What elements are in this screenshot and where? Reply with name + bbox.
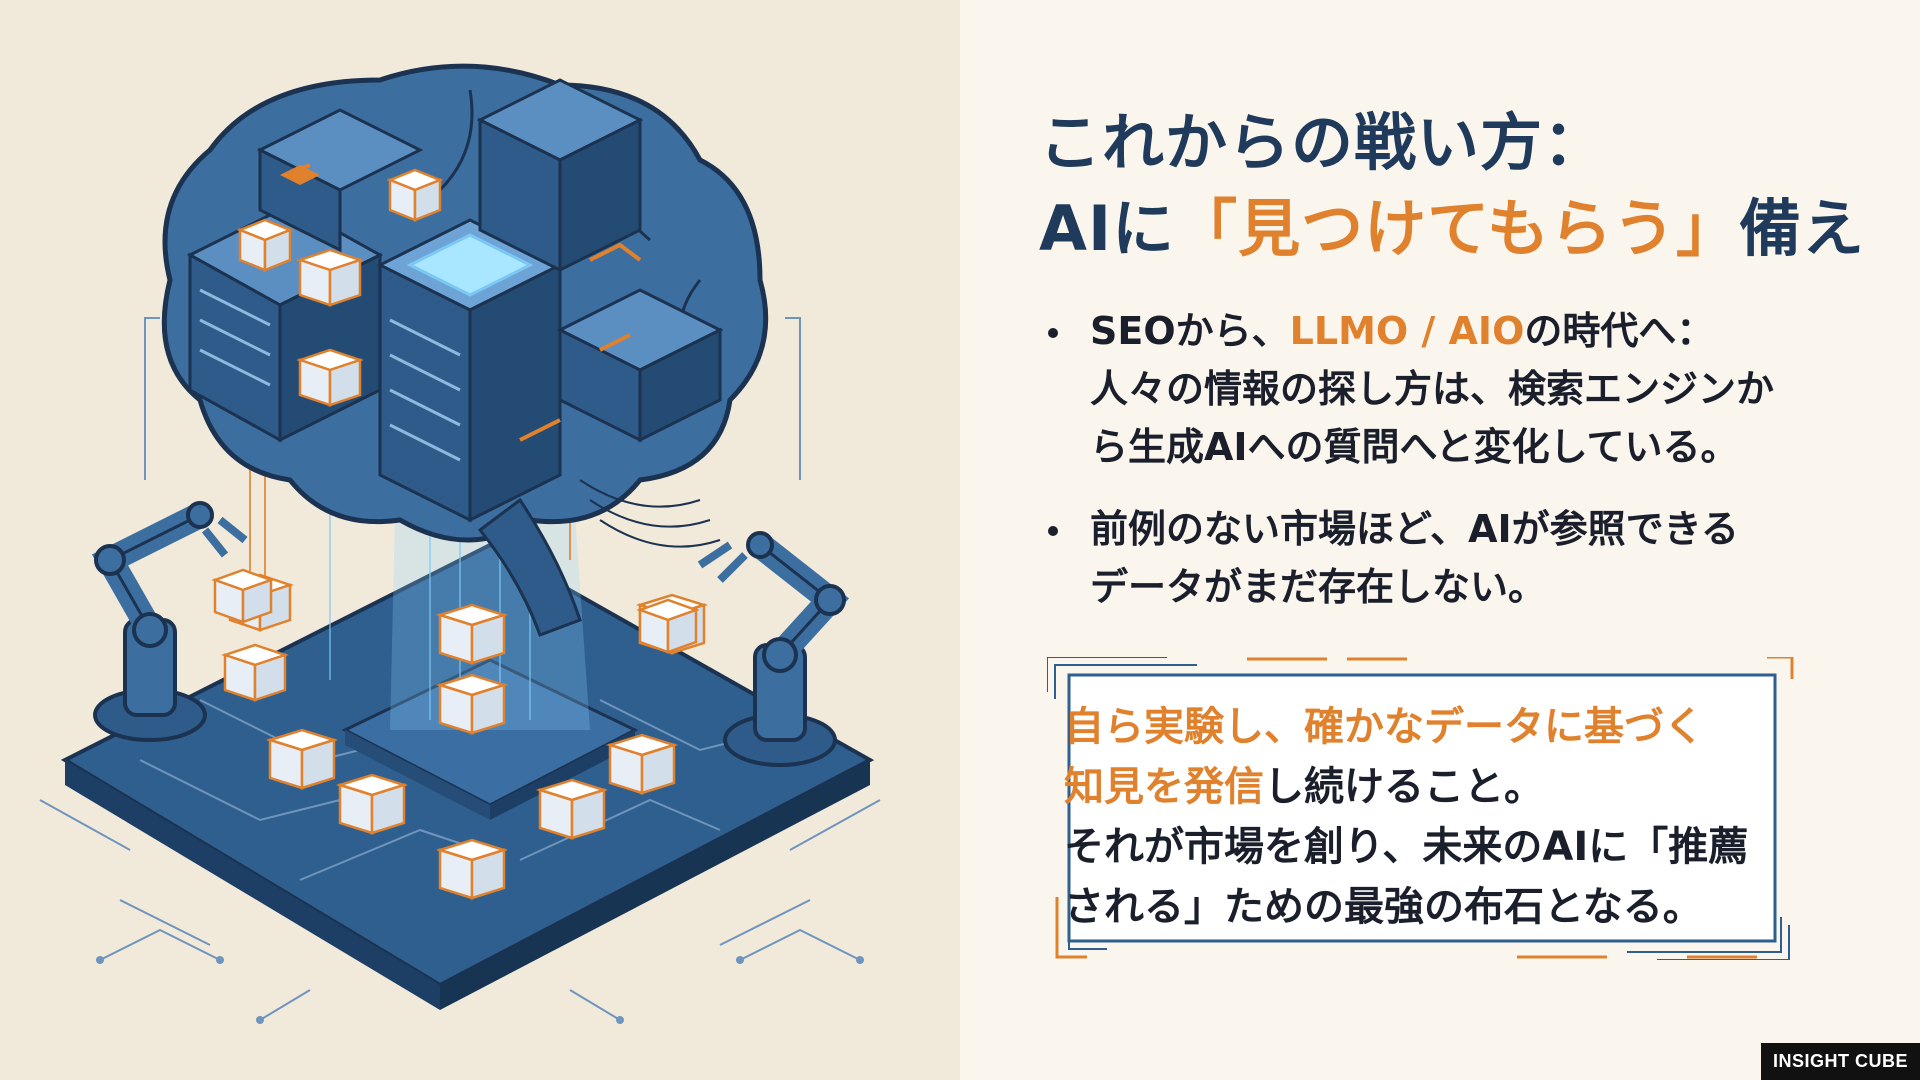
circuit-board-icon: [39, 542, 881, 1024]
callout-line-2-post: し続けること。: [1264, 764, 1544, 810]
bullet-1-line-2: 人々の情報の探し方は、検索エンジンか: [1090, 367, 1775, 411]
callout-line-3: それが市場を創り、未来のAIに「推薦: [1064, 824, 1749, 870]
bullet-1-pre: SEOから、: [1090, 309, 1290, 353]
bullet-item: SEOから、LLMO / AIOの時代へ： 人々の情報の探し方は、検索エンジンか…: [1048, 302, 1828, 476]
bullet-item: 前例のない市場ほど、AIが参照できる データがまだ存在しない。: [1048, 500, 1828, 616]
content-panel: これからの戦い方： AIに「見つけてもらう」備え SEOから、LLMO / AI…: [960, 0, 1920, 1080]
bullet-1-post: の時代へ：: [1524, 309, 1715, 353]
callout-line-2-accent: 知見を発信: [1064, 764, 1264, 810]
bullet-dot-icon: [1048, 328, 1058, 338]
bullet-1-line-3: ら生成AIへの質問へと変化している。: [1090, 425, 1739, 469]
title-line-1: これからの戦い方：: [1039, 106, 1607, 179]
title-line-2-accent: 「見つけてもらう」: [1175, 192, 1739, 265]
callout-frame-icon: [1047, 657, 1794, 960]
page-title: これからの戦い方： AIに「見つけてもらう」備え: [1039, 100, 1899, 272]
bullet-1-accent: LLMO / AIO: [1289, 309, 1525, 353]
title-line-2-pre: AIに: [1039, 192, 1176, 265]
bullet-1-line-1: SEOから、LLMO / AIOの時代へ：: [1090, 302, 1828, 360]
callout-line-4: される」ための最強の布石となる。: [1064, 884, 1703, 930]
brand-badge: INSIGHT CUBE: [1760, 1043, 1920, 1080]
illustration-panel: [0, 0, 960, 1080]
bullet-dot-icon: [1048, 526, 1058, 536]
title-line-2: AIに「見つけてもらう」備え: [1039, 186, 1899, 272]
bullet-2-line-1: 前例のない市場ほど、AIが参照できる: [1090, 507, 1739, 551]
brain-server-icon: [39, 63, 881, 1024]
callout-frame: [1047, 657, 1797, 960]
callout-line-2: 知見を発信し続けること。: [1064, 757, 1784, 817]
callout-line-1: 自ら実験し、確かなデータに基づく: [1064, 704, 1704, 750]
robot-arm-icon: [91, 501, 850, 767]
bullet-2-line-2: データがまだ存在しない。: [1090, 565, 1547, 609]
callout-text: 自ら実験し、確かなデータに基づく 知見を発信し続けること。 それが市場を創り、未…: [1064, 697, 1784, 937]
title-line-2-post: 備え: [1738, 192, 1865, 265]
bullet-list: SEOから、LLMO / AIOの時代へ： 人々の情報の探し方は、検索エンジンか…: [1048, 302, 1828, 640]
